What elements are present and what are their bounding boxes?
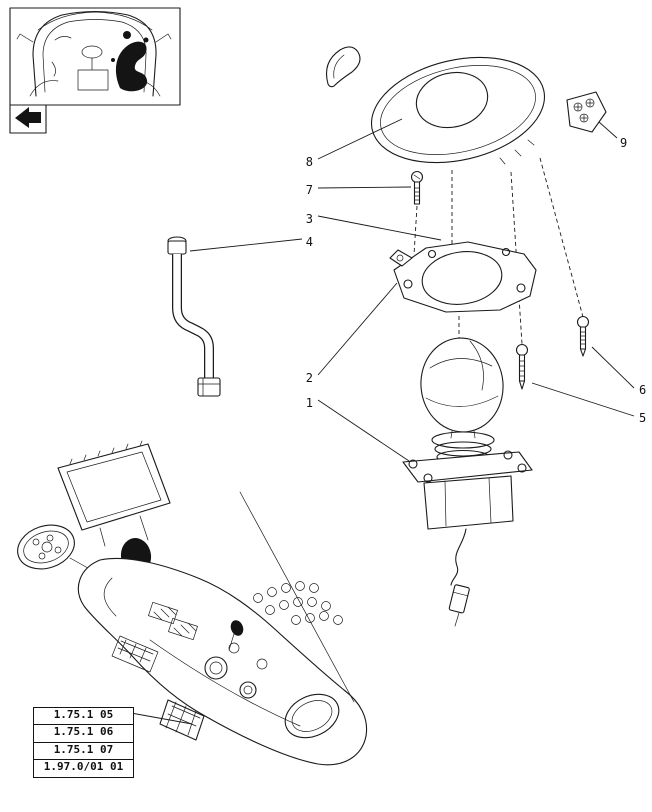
screw-6-part bbox=[576, 315, 590, 357]
callout-6-label: 6 bbox=[639, 383, 646, 397]
cab-location-thumbnail bbox=[9, 7, 181, 106]
callout-1-label: 1 bbox=[306, 396, 313, 410]
callout-3-label: 3 bbox=[306, 212, 313, 226]
location-highlight-blob bbox=[115, 41, 148, 92]
callout-labels: 1 2 3 4 5 6 7 8 9 bbox=[306, 136, 646, 425]
screw-7-part bbox=[410, 170, 424, 205]
mounting-bracket-part bbox=[389, 241, 537, 313]
callout-4-label: 4 bbox=[306, 235, 313, 249]
callout-8-label: 8 bbox=[306, 155, 313, 169]
console-buttons bbox=[253, 581, 343, 625]
console-switch-bank bbox=[111, 601, 198, 673]
screw-5-part bbox=[515, 343, 529, 390]
hose-part bbox=[167, 236, 221, 397]
joystick-part bbox=[402, 337, 533, 627]
callout-5-label: 5 bbox=[639, 411, 646, 425]
callout-9-label: 9 bbox=[620, 136, 627, 150]
armrest-console-illustration bbox=[17, 440, 368, 766]
bezel-cover-part bbox=[370, 56, 546, 165]
reference-box-4: 1.97.0/01 01 bbox=[33, 759, 134, 779]
page-direction-arrow-icon bbox=[9, 104, 47, 134]
reference-box-3: 1.75.1 07 bbox=[33, 741, 134, 761]
corner-cap-part bbox=[325, 46, 361, 88]
screw-kit-part bbox=[566, 91, 607, 133]
cross-reference-stack: 1.75.1 05 1.75.1 06 1.75.1 07 1.97.0/01 … bbox=[33, 707, 134, 779]
callout-2-label: 2 bbox=[306, 371, 313, 385]
callout-leaders bbox=[130, 118, 635, 725]
reference-box-2: 1.75.1 06 bbox=[33, 724, 134, 744]
callout-7-label: 7 bbox=[306, 183, 313, 197]
reference-box-1: 1.75.1 05 bbox=[33, 707, 134, 726]
